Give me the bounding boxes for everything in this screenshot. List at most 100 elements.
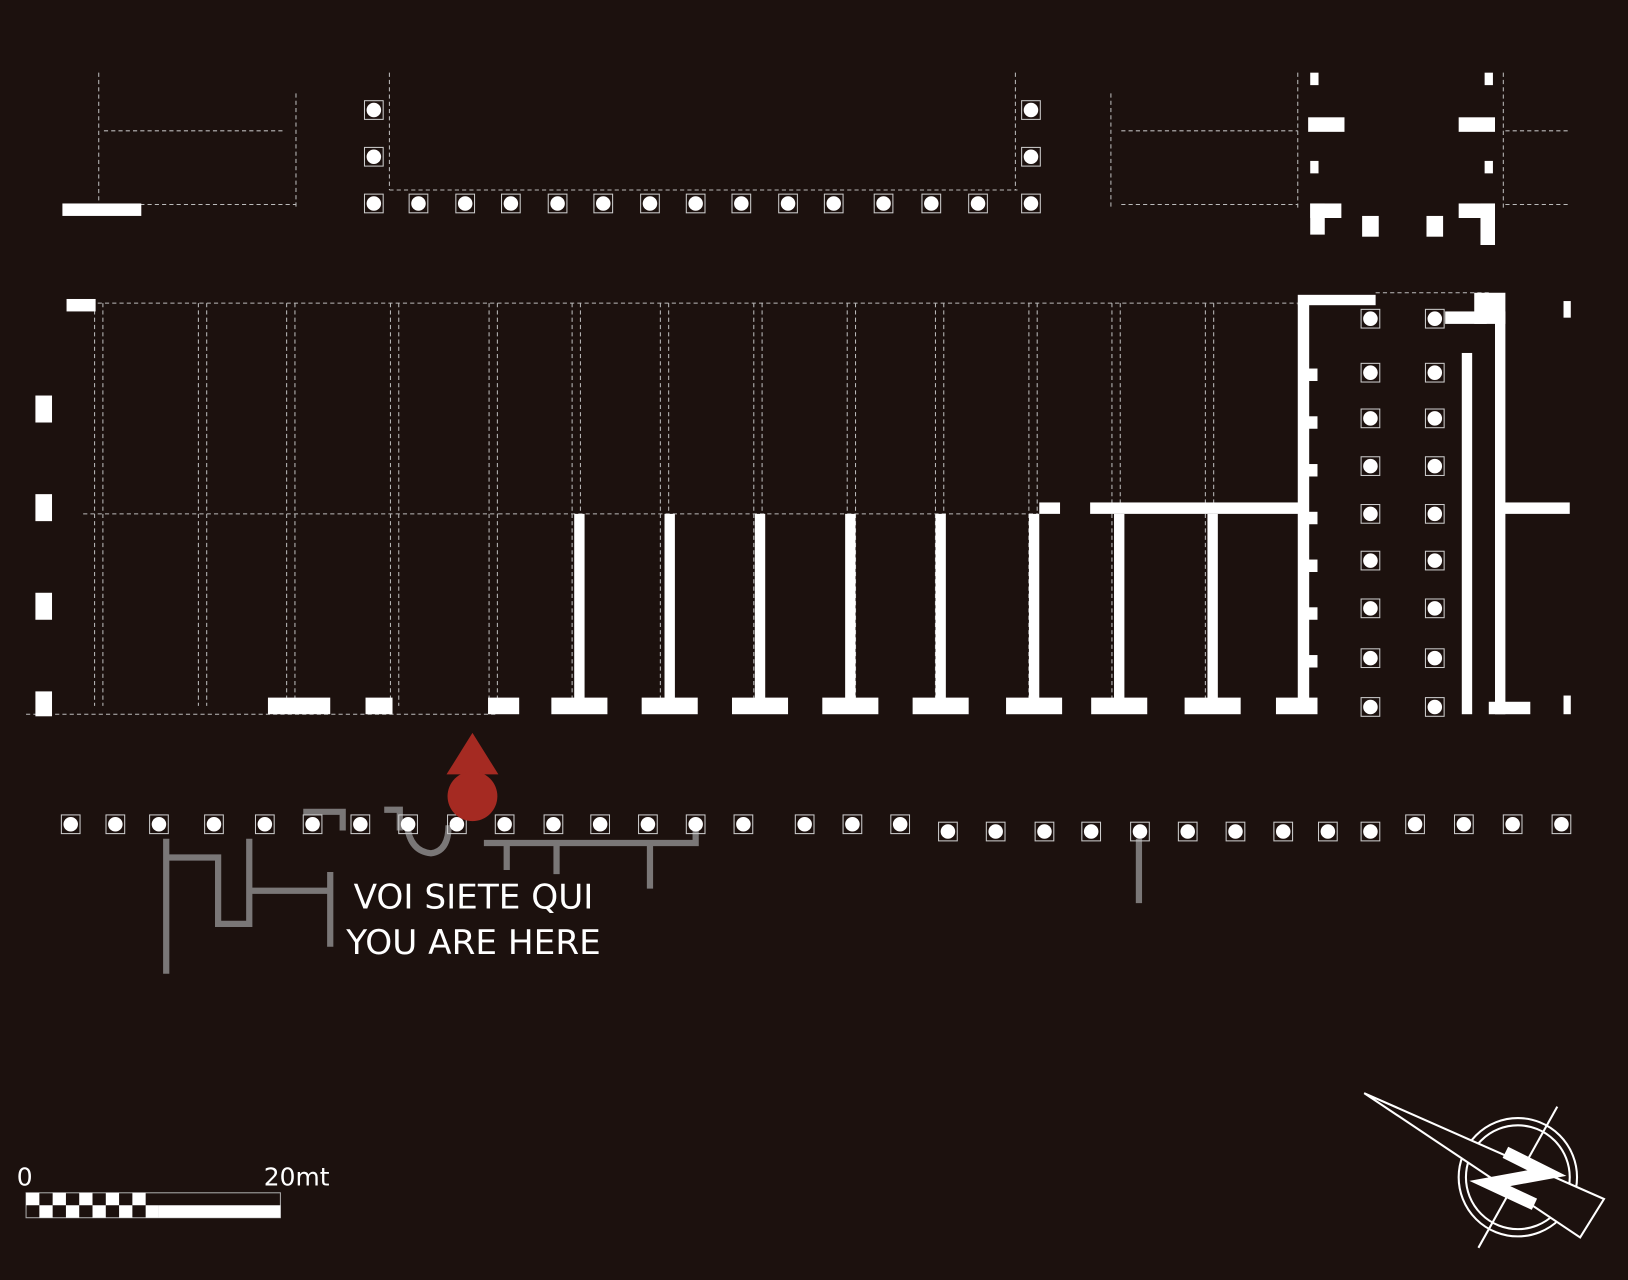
- column: [688, 816, 703, 832]
- column: [1023, 196, 1039, 211]
- location-dot-icon: [447, 771, 498, 822]
- you-are-here-label-it: VOI SIETE QUI: [354, 877, 594, 917]
- wall: [912, 697, 969, 715]
- column: [845, 816, 860, 832]
- column-base: [1424, 308, 1445, 329]
- scale-check: [92, 1205, 106, 1218]
- wall: [1297, 303, 1310, 714]
- column: [550, 196, 565, 211]
- column-base: [1360, 308, 1381, 329]
- wall: [551, 697, 608, 715]
- column-base: [543, 814, 564, 835]
- north-arrow-icon: [1363, 1092, 1606, 1249]
- wall: [1308, 117, 1345, 132]
- wall: [1563, 301, 1571, 318]
- wall: [1006, 697, 1063, 715]
- column: [988, 824, 1003, 839]
- column: [1037, 824, 1052, 839]
- scale-check: [145, 1205, 159, 1218]
- column-base: [685, 193, 706, 214]
- column-base: [1225, 821, 1246, 842]
- wall: [1308, 464, 1318, 477]
- column: [1427, 506, 1443, 522]
- column: [1427, 650, 1443, 666]
- column-base: [547, 193, 568, 214]
- column: [497, 816, 512, 832]
- column: [1363, 699, 1378, 715]
- column-base: [640, 193, 660, 214]
- column-base: [590, 814, 611, 835]
- column-base: [302, 814, 323, 835]
- column: [1427, 601, 1443, 616]
- column-base: [1360, 362, 1381, 383]
- column-base: [1424, 648, 1445, 669]
- column: [1427, 365, 1443, 380]
- wall: [1458, 117, 1496, 132]
- column-base: [1360, 504, 1381, 524]
- column-base: [731, 193, 752, 214]
- column: [366, 196, 382, 211]
- wall: [754, 513, 766, 706]
- column: [1554, 816, 1569, 832]
- column: [940, 824, 956, 839]
- wall: [1090, 502, 1303, 514]
- wall: [1297, 294, 1376, 306]
- column: [151, 816, 167, 832]
- wall: [1184, 697, 1241, 715]
- wall: [1495, 311, 1506, 715]
- wall: [1495, 502, 1570, 514]
- column: [449, 816, 465, 832]
- column: [1083, 824, 1099, 839]
- wall: [1310, 72, 1319, 86]
- column-base: [1424, 504, 1445, 524]
- column: [206, 816, 222, 832]
- scale-check: [52, 1192, 66, 1206]
- column-base: [1360, 697, 1381, 717]
- column-base: [1273, 821, 1294, 842]
- column: [1427, 311, 1443, 326]
- column-base: [1360, 456, 1381, 476]
- column-base: [1502, 814, 1523, 835]
- column-base: [398, 814, 418, 835]
- standing-walls: [35, 72, 1571, 717]
- column: [734, 196, 749, 211]
- column: [1363, 411, 1378, 426]
- wall: [35, 494, 53, 522]
- column: [688, 196, 703, 211]
- wall: [664, 513, 675, 706]
- wall: [35, 691, 53, 717]
- column: [876, 196, 891, 211]
- column-base: [408, 193, 429, 214]
- column-base: [733, 814, 754, 835]
- column-base: [1360, 648, 1381, 669]
- scale-check: [119, 1205, 133, 1218]
- column: [1427, 699, 1443, 715]
- wall: [641, 697, 698, 715]
- wall: [1488, 701, 1531, 715]
- excavated-ruins: [163, 806, 1143, 974]
- column-base: [1424, 598, 1445, 619]
- column: [305, 816, 320, 832]
- wall: [365, 697, 393, 715]
- scale-check: [105, 1192, 120, 1206]
- column-base: [1081, 821, 1102, 842]
- column-base: [60, 814, 81, 835]
- column-base: [363, 146, 384, 167]
- wall: [1114, 513, 1125, 706]
- wall: [1426, 215, 1444, 237]
- column: [108, 816, 123, 832]
- column-base: [501, 193, 521, 214]
- column-base: [1424, 456, 1445, 476]
- column: [1363, 553, 1378, 568]
- column-base: [968, 193, 988, 214]
- you-are-here-label-en: YOU ARE HERE: [345, 923, 601, 963]
- wall: [1308, 368, 1318, 381]
- column: [1363, 824, 1378, 839]
- column: [592, 816, 608, 832]
- wall: [267, 697, 331, 715]
- wall: [1308, 655, 1318, 668]
- column: [366, 149, 382, 165]
- column-base: [794, 814, 815, 835]
- dashed-outline-walls: [26, 72, 1570, 715]
